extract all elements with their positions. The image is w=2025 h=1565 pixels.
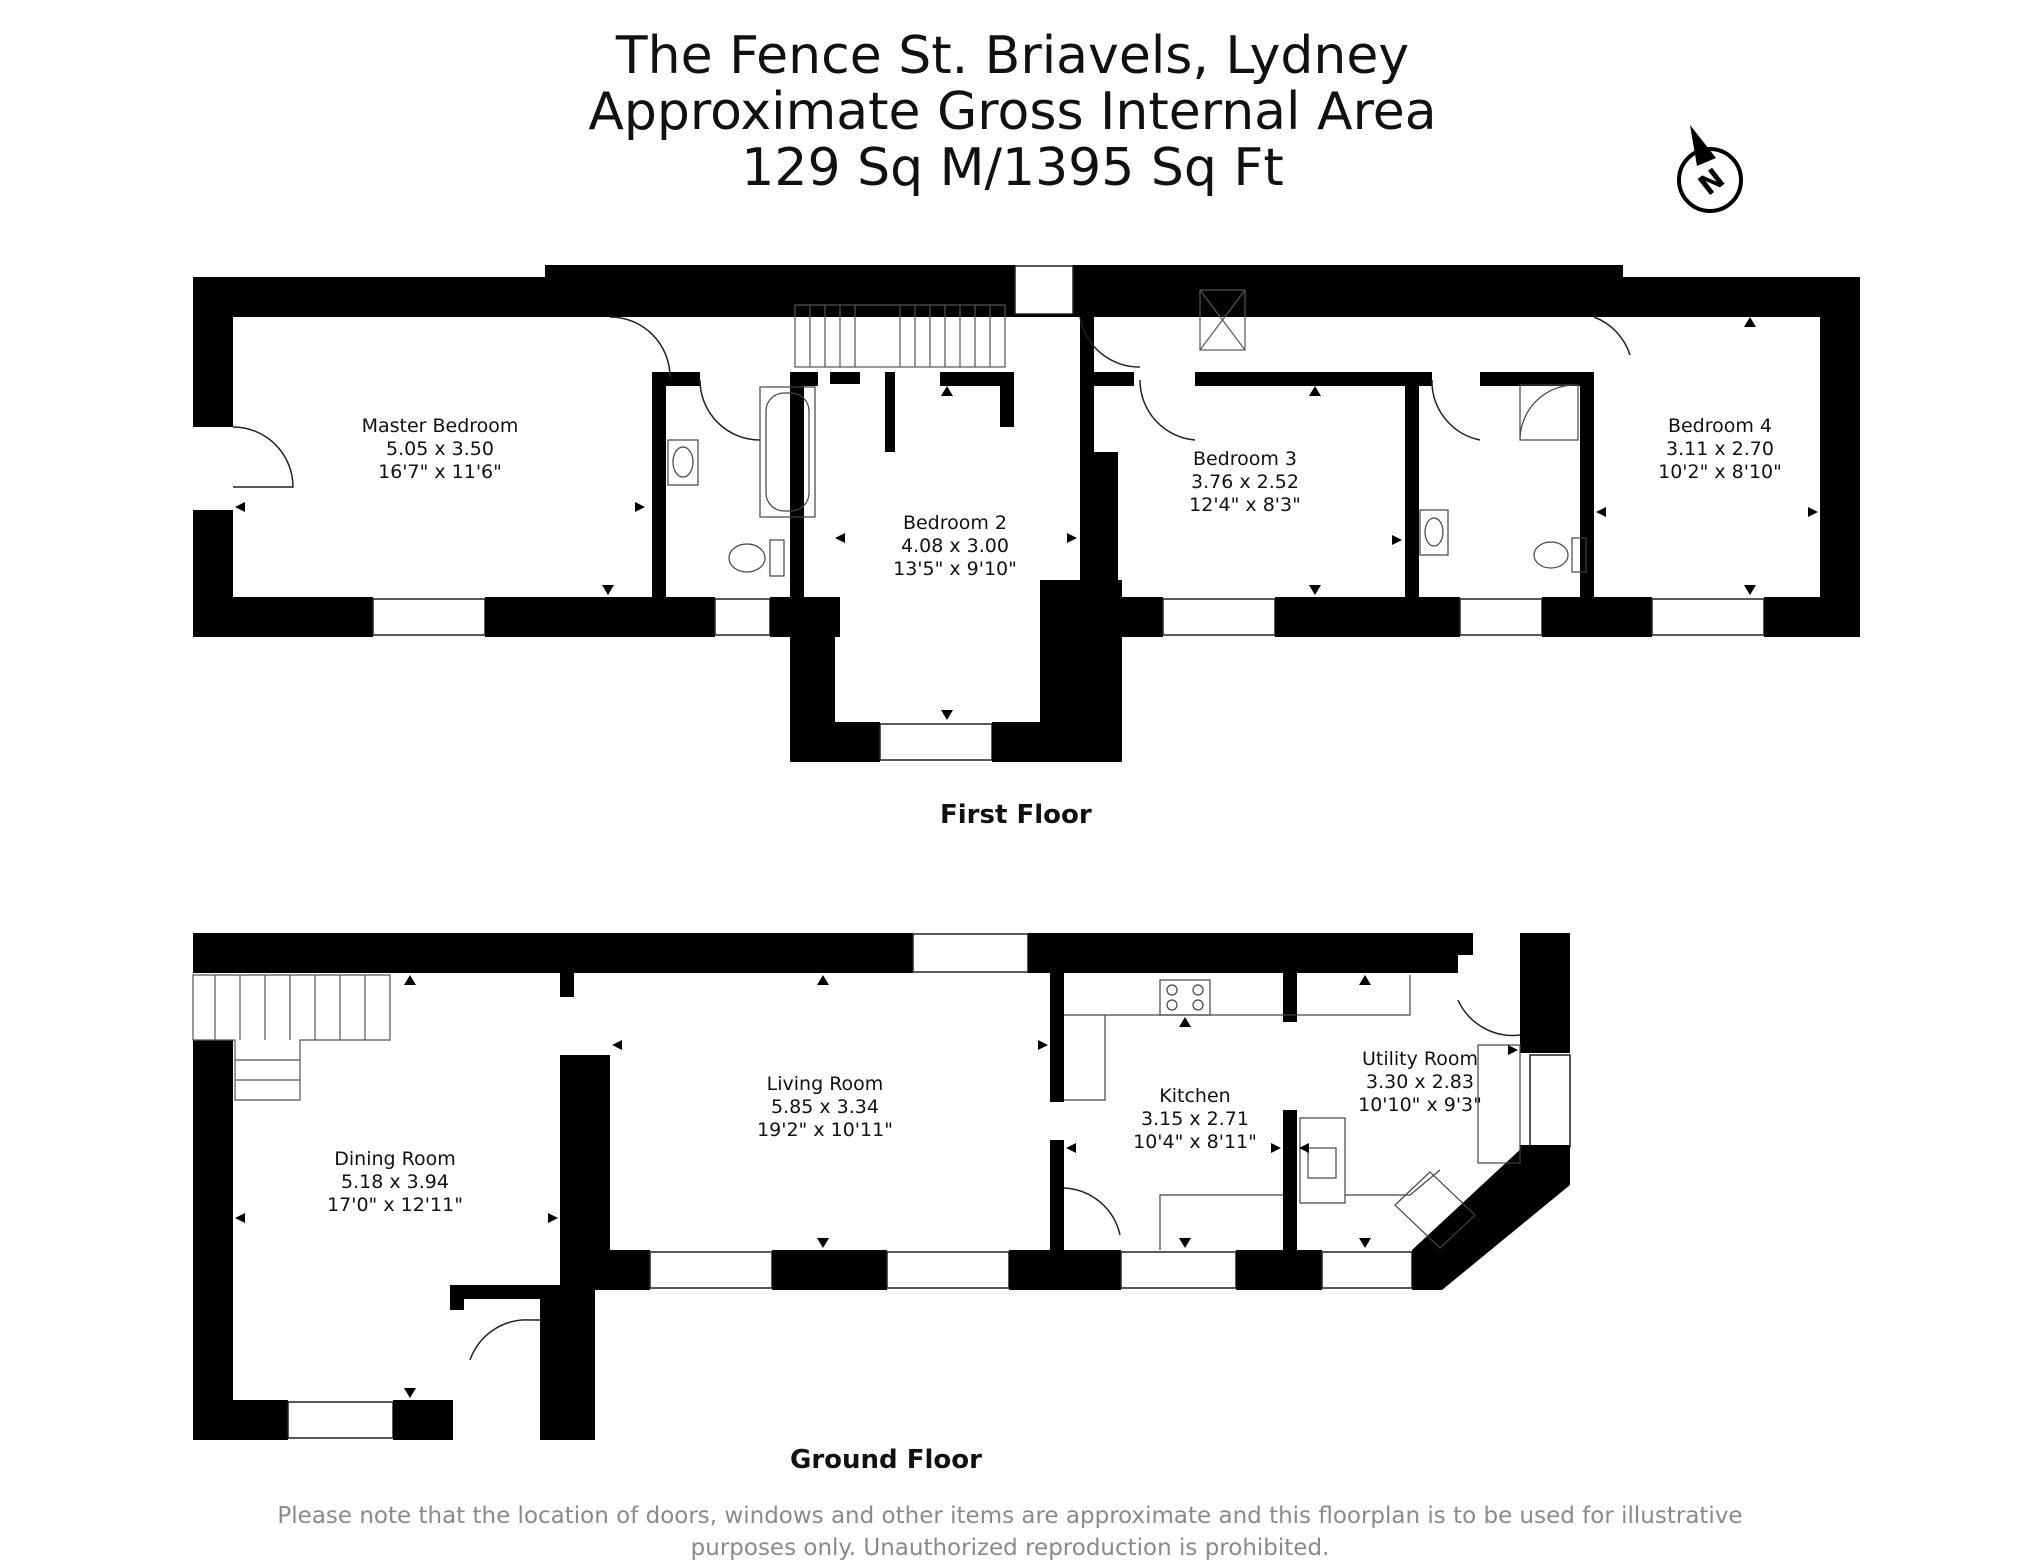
first-floor-label: First Floor [940,800,1092,830]
room-imperial: 10'4" x 8'11" [1133,1131,1257,1153]
room-metric: 5.18 x 3.94 [341,1171,449,1193]
room-imperial: 13'5" x 9'10" [893,558,1017,580]
room-living-room: Living Room 5.85 x 3.34 19'2" x 10'11" [725,1073,925,1142]
room-metric: 3.76 x 2.52 [1191,471,1299,493]
north-arrow-icon: N [1677,125,1743,213]
room-bedroom-4: Bedroom 4 3.11 x 2.70 10'2" x 8'10" [1620,415,1820,484]
title-area-caption: Approximate Gross Internal Area [588,82,1437,142]
room-imperial: 12'4" x 8'3" [1189,494,1301,516]
room-name: Bedroom 4 [1667,415,1773,437]
ground-floor-label: Ground Floor [790,1445,982,1475]
room-name: Bedroom 3 [1192,448,1298,470]
room-imperial: 10'10" x 9'3" [1358,1094,1482,1116]
title-property-name: The Fence St. Briavels, Lydney [615,26,1410,86]
disclaimer-line-1: Please note that the location of doors, … [277,1503,1743,1529]
disclaimer: Please note that the location of doors, … [260,1500,1760,1564]
room-metric: 3.15 x 2.71 [1141,1108,1249,1130]
title-area-value: 129 Sq M/1395 Sq Ft [741,138,1284,198]
room-metric: 5.05 x 3.50 [386,438,494,460]
room-bedroom-3: Bedroom 3 3.76 x 2.52 12'4" x 8'3" [1145,448,1345,517]
svg-text:N: N [1692,162,1731,202]
room-bedroom-2: Bedroom 2 4.08 x 3.00 13'5" x 9'10" [855,512,1055,581]
room-metric: 3.11 x 2.70 [1666,438,1774,460]
room-name: Dining Room [334,1148,456,1170]
room-metric: 4.08 x 3.00 [901,535,1009,557]
room-metric: 5.85 x 3.34 [771,1096,879,1118]
room-imperial: 16'7" x 11'6" [378,461,502,483]
room-utility-room: Utility Room 3.30 x 2.83 10'10" x 9'3" [1320,1048,1520,1117]
room-name: Master Bedroom [361,415,519,437]
room-master-bedroom: Master Bedroom 5.05 x 3.50 16'7" x 11'6" [340,415,540,484]
room-name: Living Room [766,1073,884,1095]
disclaimer-line-2: purposes only. Unauthorized reproduction… [690,1535,1330,1561]
room-dining-room: Dining Room 5.18 x 3.94 17'0" x 12'11" [295,1148,495,1217]
room-imperial: 17'0" x 12'11" [327,1194,463,1216]
room-name: Utility Room [1361,1048,1479,1070]
room-name: Bedroom 2 [902,512,1008,534]
room-metric: 3.30 x 2.83 [1366,1071,1474,1093]
room-name: Kitchen [1159,1085,1231,1107]
room-imperial: 19'2" x 10'11" [757,1119,893,1141]
room-kitchen: Kitchen 3.15 x 2.71 10'4" x 8'11" [1095,1085,1295,1154]
room-imperial: 10'2" x 8'10" [1658,461,1782,483]
ground-floor-plan [192,933,1571,1440]
first-floor-plan [193,265,1860,762]
plan-title: The Fence St. Briavels, Lydney Approxima… [0,28,2025,196]
